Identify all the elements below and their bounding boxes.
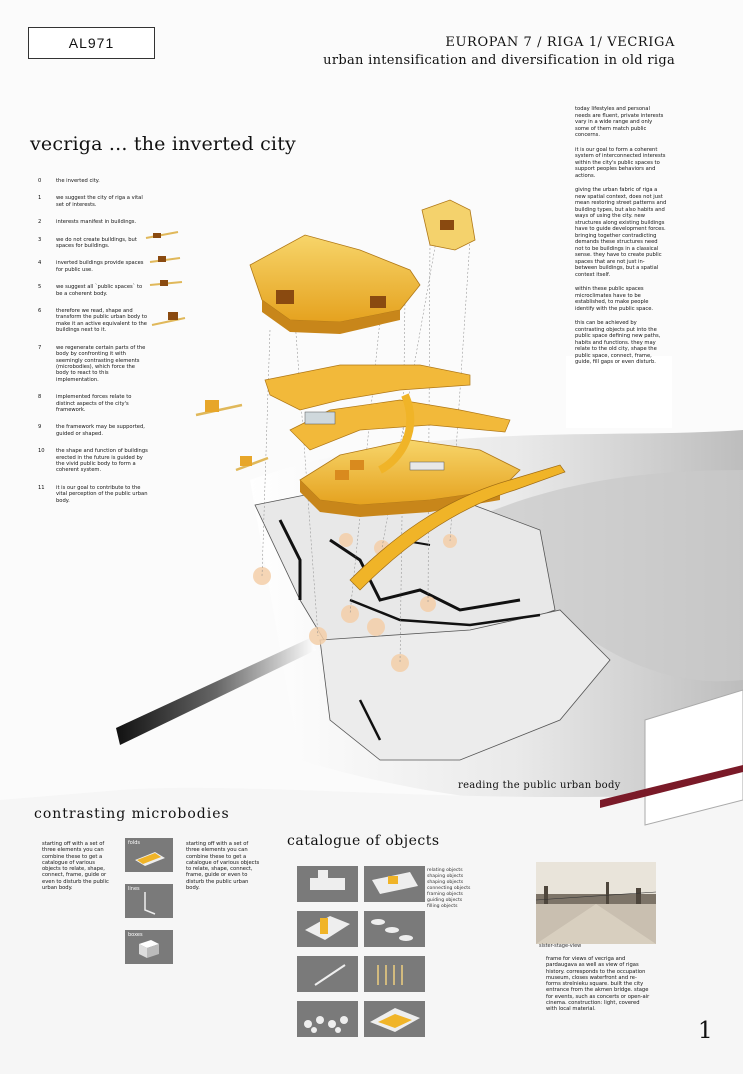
side-paragraph: giving the urban fabric of riga a new sp… [575,187,667,278]
catalogue-labels: relating objects shaping objects shaping… [427,868,471,909]
gradient-bar [116,638,316,745]
urban-plan-base [253,489,611,761]
catalogue-title: catalogue of objects [287,833,440,849]
side-paragraph: it is our goal to form a coherent system… [575,146,666,179]
tile-folds: folds [125,838,173,872]
tile-boxes: boxes [125,930,173,964]
side-paragraph: today lifestyles and personal needs are … [575,106,664,138]
microbody-objects [145,231,269,472]
competition-title: EUROPAN 7 / RIGA 1/ VECRIGA [445,35,675,50]
tile-lines: lines [125,884,173,918]
contrasting-text-left: starting off with a set of three element… [42,841,109,892]
stage-view-photo [536,862,656,944]
stage-view-text: frame for views of vecriga and pardaugav… [546,956,650,1013]
contrasting-title: contrasting microbodies [34,806,230,822]
side-text-backing [566,356,672,428]
contrasting-text-right: starting off with a set of three element… [186,841,260,892]
side-paragraph: this can be achieved by contrasting obje… [575,320,661,365]
background-sweep-dark [470,470,743,682]
project-code: AL971 [28,27,155,59]
page-number: 1 [698,1018,713,1044]
catalogue-tiles [297,866,425,1037]
public-body-layer [264,364,566,591]
side-paragraph: within these public spaces microclimates… [575,286,654,312]
red-stripe [600,765,743,808]
main-title: vecriga ... the inverted city [30,133,296,155]
inverted-buildings [249,199,476,334]
competition-subtitle: urban intensification and diversificatio… [323,53,675,68]
reading-caption: reading the public urban body [458,780,621,791]
side-text: today lifestyles and personal needs are … [575,106,667,374]
stage-view-caption: sister-stage-view [539,943,582,949]
